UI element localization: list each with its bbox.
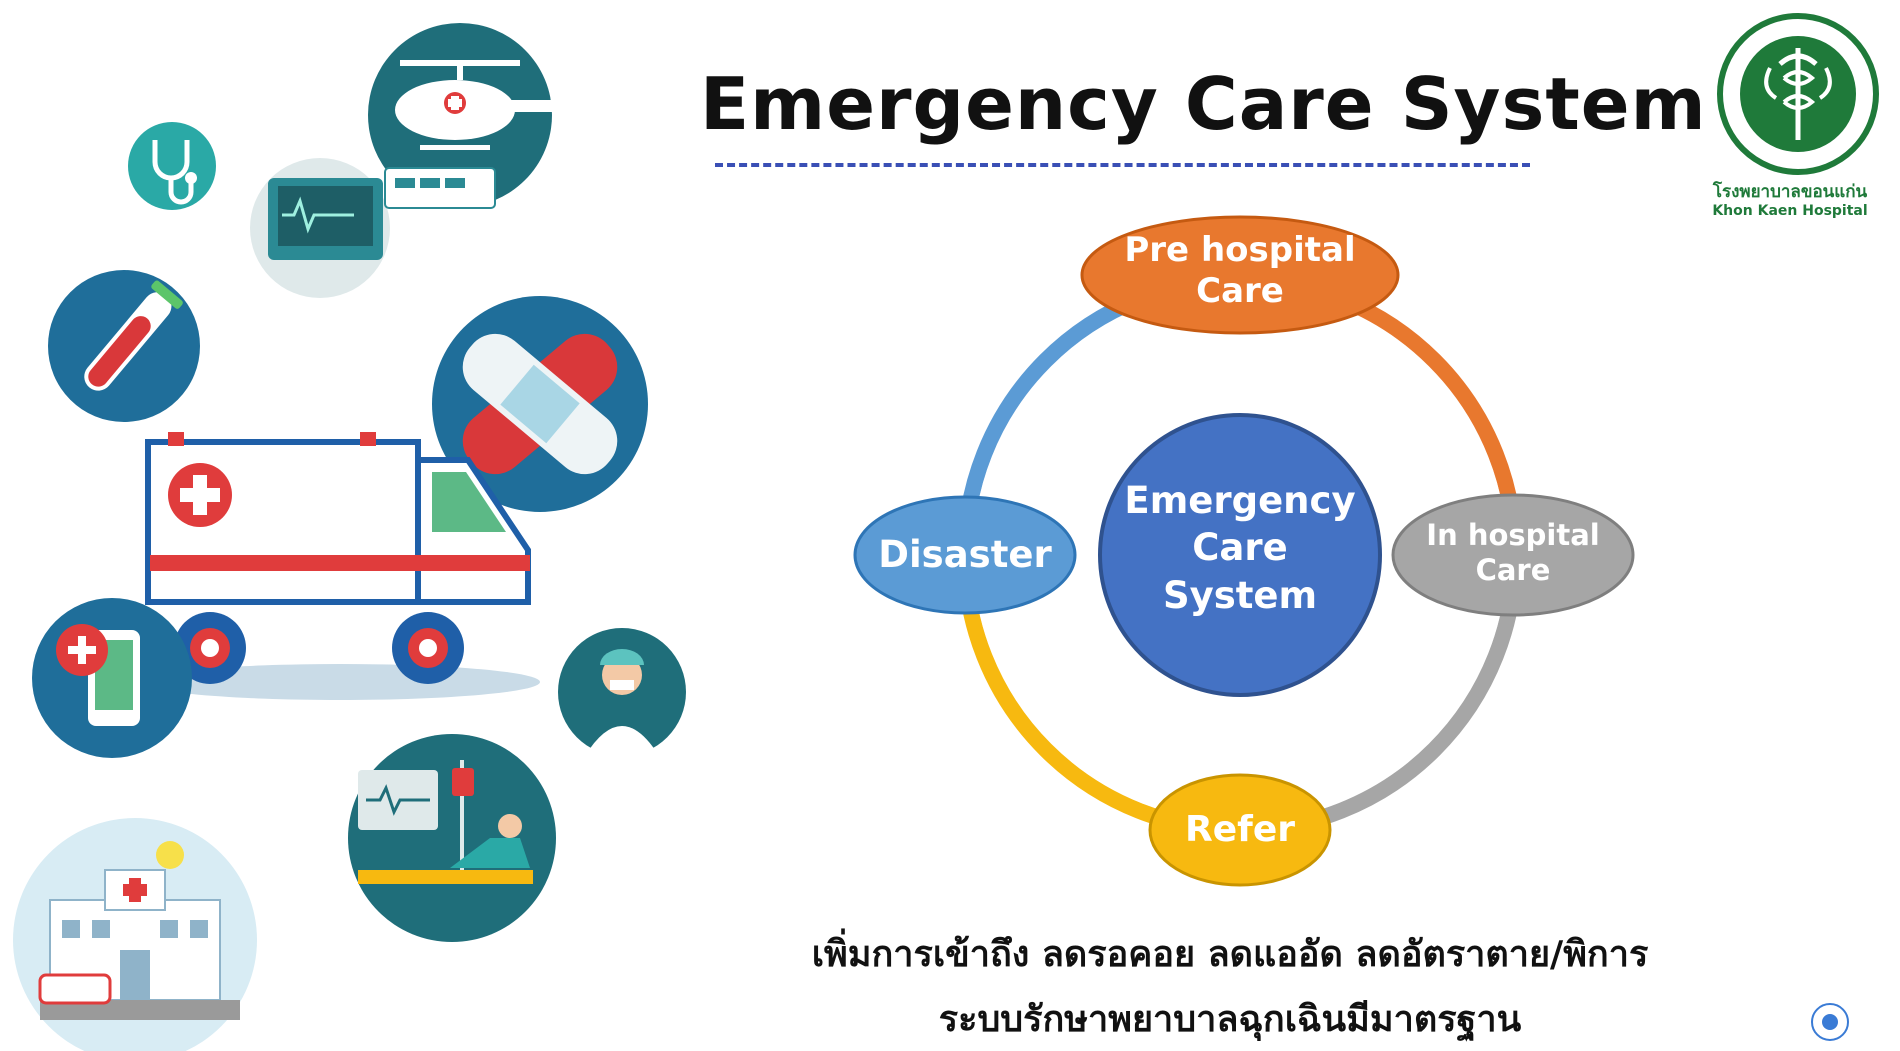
pre-hospital-node [1080,215,1400,335]
disaster-node [853,495,1077,615]
emergency-care-diagram: Pre hospital Care In hospital Care Refer… [830,200,1650,890]
in-hospital-line1: In hospital [1426,518,1600,552]
in-hospital-node [1391,493,1635,617]
medical-illustration [13,23,686,1051]
test-tube-icon [48,270,200,422]
pre-hospital-label: Pre hospital Care [1100,230,1380,312]
title-underline [715,163,1530,167]
disaster-label: Disaster [878,533,1052,576]
in-hospital-label: In hospital Care [1403,518,1623,588]
corner-emblem-icon [1811,1003,1849,1041]
center-line1: Emergency [1124,479,1356,522]
doctor-icon [558,628,686,756]
refer-label: Refer [1185,809,1295,850]
smartphone-icon [32,598,192,758]
center-line2: Care [1192,526,1288,570]
ambulance-icon [140,432,540,700]
hospital-building-icon [13,818,257,1051]
ministry-seal-icon [1717,13,1879,175]
refer-node [1148,773,1332,887]
org-name-english: Khon Kaen Hospital [1712,203,1868,219]
center-label: Emergency Care System [1110,477,1370,619]
stethoscope-icon [128,122,216,210]
hospital-bed-icon [348,734,556,942]
in-hospital-line2: Care [1475,552,1551,587]
helicopter-icon [368,23,560,207]
cycle-ring [853,215,1635,887]
page-title: Emergency Care System [700,62,1707,146]
pre-hospital-line2: Care [1196,270,1284,311]
monitor-icon [250,158,496,298]
center-circle [1098,413,1382,697]
bandage-icon [432,296,648,512]
org-name-thai: โรงพยาบาลขอนแก่น [1712,182,1868,202]
caption-line-1: เพิ่มการเข้าถึง ลดรอคอย ลดแออัด ลดอัตราต… [811,934,1649,975]
pre-hospital-line1: Pre hospital [1124,230,1356,270]
caption-line-2: ระบบรักษาพยาบาลฉุกเฉินมีมาตรฐาน [938,999,1522,1040]
center-line3: System [1162,573,1318,617]
